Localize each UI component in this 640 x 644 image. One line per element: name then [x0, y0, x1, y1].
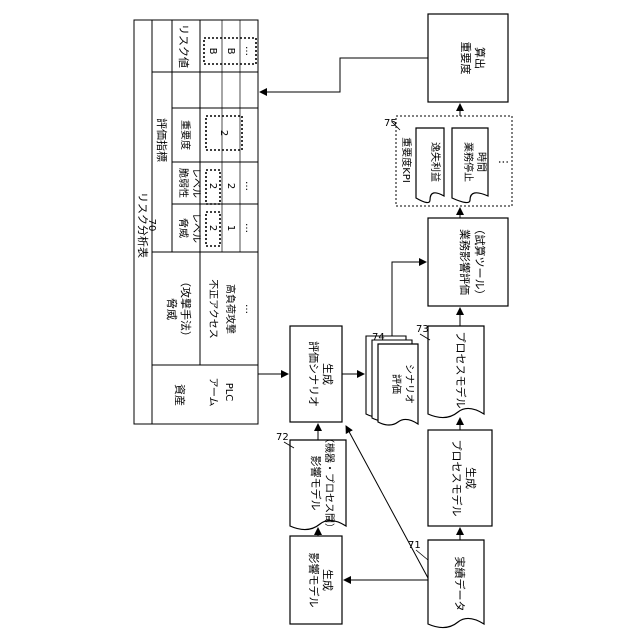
cell-risk-2: B: [225, 48, 236, 55]
kpi-ref-number: 75: [384, 118, 397, 129]
cell-risk-1: B: [207, 48, 218, 55]
process-model-doc: プロセスモデル 73: [416, 324, 484, 418]
business-impact-eval-box: 業務影響評価 （試算ツール）: [428, 218, 508, 306]
cell-threat-level-2: 1: [225, 225, 236, 231]
header-asset: 資産: [173, 384, 186, 406]
impact-model-ref-number: 72: [276, 432, 289, 443]
header-threat-level-1: 脅威: [177, 218, 190, 238]
table-ref-number: 70: [146, 219, 157, 232]
header-threat-level-2: レベル: [190, 213, 202, 243]
kpi-item-downtime-1: 業務停止: [462, 142, 475, 182]
cell-threat-level-3: …: [243, 223, 254, 233]
impact-gen-line1: 影響モデル: [307, 553, 321, 608]
impact-model-line2: （機器・プロセス間）: [323, 433, 336, 533]
cell-asset-2: PLC: [223, 383, 234, 402]
scenario-docs: 評価 シナリオ 74: [366, 332, 418, 425]
kpi-title: 重要度KPI: [400, 137, 413, 183]
cell-asset-1: アーム: [207, 377, 219, 406]
cell-risk-3: …: [243, 46, 254, 56]
process-model-gen-line1: プロセスモデル: [450, 440, 464, 517]
cell-threat-2: 高負荷攻撃: [224, 284, 237, 334]
actual-data-label: 実績データ: [453, 557, 467, 612]
impact-model-gen-box: 影響モデル 生成: [290, 536, 342, 624]
scenario-ref-number: 74: [372, 332, 385, 343]
business-eval-line1: 業務影響評価: [458, 229, 472, 295]
scenario-gen-box: 評価シナリオ 生成: [290, 326, 342, 422]
impact-model-doc: 影響モデル （機器・プロセス間） 72: [276, 432, 346, 533]
cell-threat-1: 不正アクセス: [207, 279, 219, 339]
importance-calc-box: 重要度 算出: [428, 14, 508, 102]
actual-data-doc: 実績データ 71: [408, 540, 484, 628]
kpi-more: ⋮: [497, 157, 510, 168]
header-threat: 脅威: [165, 298, 179, 320]
process-model-ref-number: 73: [416, 324, 429, 335]
cell-threat-3: …: [243, 304, 254, 314]
header-risk: リスク値: [177, 24, 190, 68]
process-model-gen-line2: 生成: [464, 467, 478, 489]
importance-calc-line1: 重要度: [459, 42, 473, 75]
risk-analysis-table: リスク分析表 70 資産 脅威 （攻撃手法） 評価指標 脅威 レベル 脆弱性 レ…: [134, 20, 258, 424]
impact-model-line1: 影響モデル: [309, 456, 323, 511]
header-vuln-level-2: レベル: [190, 168, 202, 198]
cell-importance-1: 2: [218, 130, 229, 136]
cell-vuln-level-1: 2: [207, 183, 218, 189]
kpi-group: 75 重要度KPI 逸失利益 業務停止 時間 ⋮: [384, 116, 512, 206]
header-threat-sub: （攻撃手法）: [179, 276, 193, 342]
kpi-item-lost-profit: 逸失利益: [429, 142, 442, 182]
scenario-doc-line1: 評価: [390, 374, 403, 394]
business-eval-line2: （試算ツール）: [473, 224, 487, 301]
cell-threat-level-1: 2: [207, 225, 218, 231]
header-vuln-level-1: 脆弱性: [177, 168, 190, 198]
scenario-doc-line2: シナリオ: [403, 364, 415, 404]
scenario-gen-line1: 評価シナリオ: [307, 341, 321, 407]
kpi-item-downtime-2: 時間: [475, 152, 487, 172]
process-model-doc-label: プロセスモデル: [454, 332, 468, 409]
scenario-gen-line2: 生成: [321, 363, 335, 385]
cell-vuln-level-3: …: [243, 181, 254, 191]
process-model-gen-box: プロセスモデル 生成: [428, 430, 492, 526]
importance-calc-line2: 算出: [473, 47, 487, 69]
header-importance: 重要度: [179, 120, 192, 150]
header-eval: 評価指標: [155, 118, 169, 162]
impact-gen-line2: 生成: [321, 569, 335, 591]
cell-vuln-level-2: 2: [225, 183, 236, 189]
